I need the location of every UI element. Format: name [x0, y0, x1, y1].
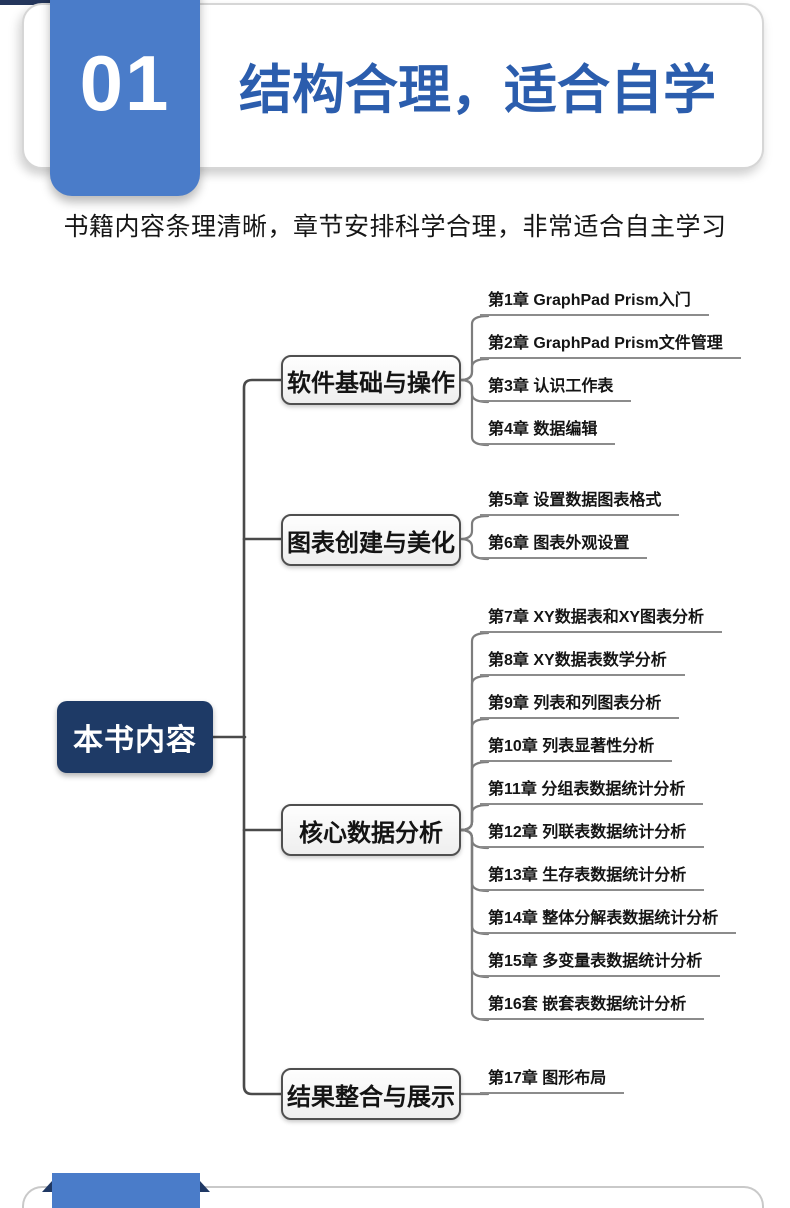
mindmap-chapter-item: 第14章 整体分解表数据统计分析 — [480, 891, 737, 934]
next-section-ribbon — [52, 1173, 200, 1208]
mindmap-chapter-list: 第7章 XY数据表和XY图表分析第8章 XY数据表数学分析第9章 列表和列图表分… — [480, 590, 737, 1020]
mindmap-chapter-item: 第12章 列联表数据统计分析 — [480, 805, 705, 848]
mindmap-root-node: 本书内容 — [57, 701, 213, 773]
mindmap-chapter-item: 第8章 XY数据表数学分析 — [480, 633, 685, 676]
mindmap-chapter-item: 第2章 GraphPad Prism文件管理 — [480, 316, 741, 359]
mindmap-chapter-item: 第4章 数据编辑 — [480, 402, 616, 445]
section-number: 01 — [79, 38, 171, 127]
mindmap-chapter-item: 第16套 嵌套表数据统计分析 — [480, 977, 705, 1020]
mindmap-chapter-item: 第11章 分组表数据统计分析 — [480, 762, 704, 805]
mindmap-chapter-item: 第1章 GraphPad Prism入门 — [480, 273, 709, 316]
mindmap-chapter-item: 第7章 XY数据表和XY图表分析 — [480, 590, 723, 633]
mindmap-chapter-item: 第17章 图形布局 — [480, 1051, 625, 1094]
mindmap-chapter-item: 第13章 生存表数据统计分析 — [480, 848, 705, 891]
top-left-strip — [0, 0, 57, 5]
mindmap-chapter-item: 第9章 列表和列图表分析 — [480, 676, 680, 719]
mindmap-chapter-item: 第6章 图表外观设置 — [480, 516, 648, 559]
mindmap-chapter-item: 第10章 列表显著性分析 — [480, 719, 673, 762]
mindmap-branch-node: 图表创建与美化 — [281, 514, 461, 566]
mindmap-chapter-list: 第1章 GraphPad Prism入门第2章 GraphPad Prism文件… — [480, 273, 741, 445]
section-number-badge: 01 — [50, 0, 200, 196]
section-title: 结构合理，适合自学 — [239, 61, 716, 120]
mindmap-branch-node: 核心数据分析 — [281, 804, 461, 856]
mindmap-chapter-item: 第5章 设置数据图表格式 — [480, 473, 680, 516]
ribbon-fold-right — [200, 1181, 210, 1192]
mindmap-chapter-list: 第17章 图形布局 — [480, 1051, 625, 1094]
mindmap-chapter-item: 第15章 多变量表数据统计分析 — [480, 934, 721, 977]
mindmap-branch-node: 软件基础与操作 — [281, 355, 461, 405]
ribbon-fold-left — [42, 1181, 52, 1192]
mindmap-branch-node: 结果整合与展示 — [281, 1068, 461, 1120]
mindmap-chapter-list: 第5章 设置数据图表格式第6章 图表外观设置 — [480, 473, 680, 559]
mindmap-chapter-item: 第3章 认识工作表 — [480, 359, 632, 402]
section-subtitle: 书籍内容条理清晰，章节安排科学合理，非常适合自主学习 — [63, 213, 727, 241]
